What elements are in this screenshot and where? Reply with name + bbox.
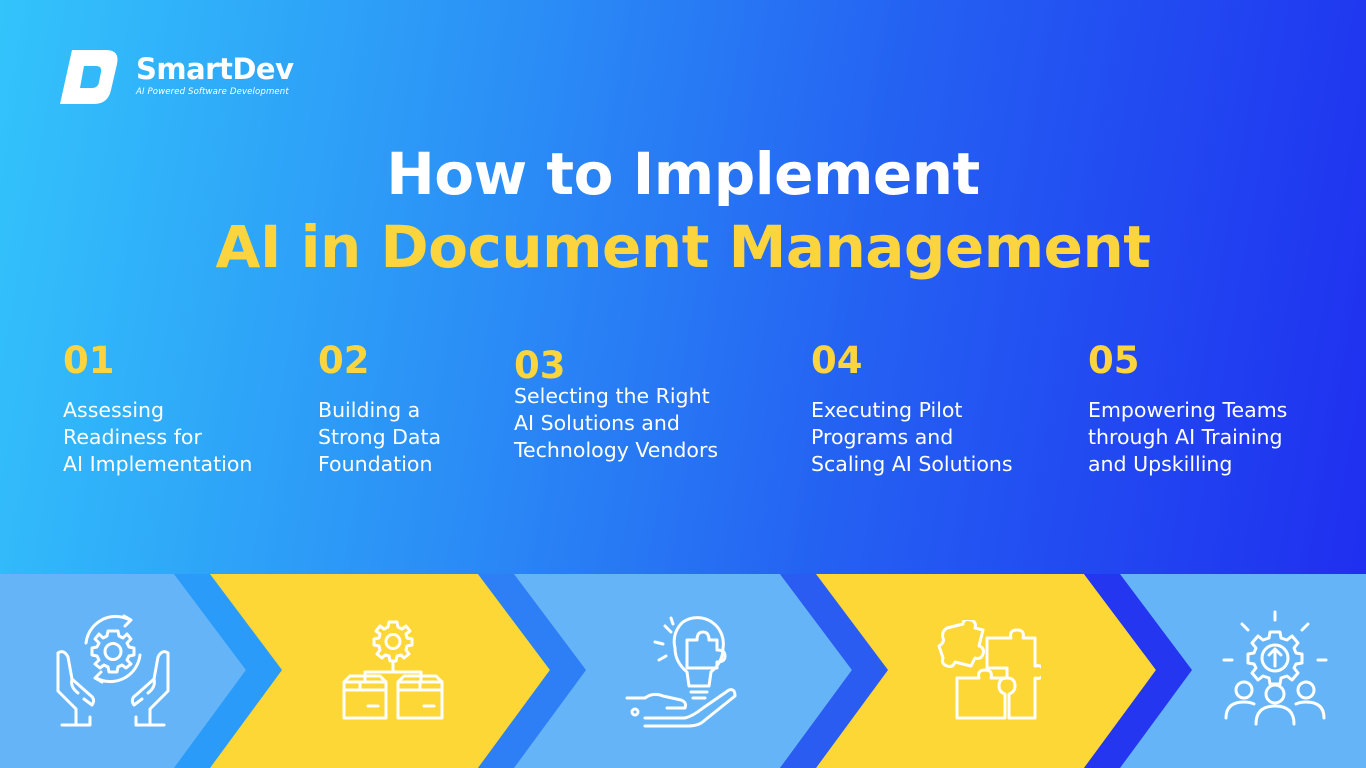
step-4-number: 04	[811, 339, 863, 382]
step-2: 02 Building a Strong Data Foundation	[318, 339, 441, 478]
chevron-gap-3	[780, 574, 888, 768]
team-gear-growth-icon	[1222, 610, 1328, 726]
chevron-segment-3	[514, 574, 852, 768]
step-3-number: 03	[514, 344, 566, 387]
brand-name: SmartDev	[136, 52, 294, 86]
lightbulb-puzzle-hand-icon	[625, 616, 737, 728]
process-chevron-band	[0, 574, 1366, 768]
smartdev-logo-mark-icon	[60, 50, 118, 104]
chevron-gap-4	[1084, 574, 1192, 768]
step-2-label-line: Strong Data	[318, 425, 442, 449]
step-3: 03 Selecting the Right AI Solutions and …	[514, 344, 718, 464]
step-4-label-line: Executing Pilot	[811, 398, 963, 422]
step-5: 05 Empowering Teams through AI Training …	[1088, 339, 1287, 478]
step-1-label: Assessing Readiness for AI Implementatio…	[63, 397, 252, 478]
step-3-label-line: Selecting the Right	[514, 384, 710, 408]
step-1: 01 Assessing Readiness for AI Implementa…	[63, 339, 252, 478]
step-4-label-line: Programs and	[811, 425, 954, 449]
step-5-label-line: Empowering Teams	[1088, 398, 1288, 422]
step-5-number: 05	[1088, 339, 1140, 382]
headline-line-2: AI in Document Management	[215, 213, 1151, 281]
puzzle-pieces-icon	[937, 620, 1041, 720]
step-4: 04 Executing Pilot Programs and Scaling …	[811, 339, 1013, 478]
step-5-label-line: and Upskilling	[1088, 452, 1233, 476]
step-3-label: Selecting the Right AI Solutions and Tec…	[514, 383, 718, 464]
step-1-number: 01	[63, 339, 115, 382]
smartdev-logo: SmartDev AI Powered Software Development	[58, 50, 294, 104]
step-2-label: Building a Strong Data Foundation	[318, 397, 441, 478]
gear-folders-icon	[342, 620, 444, 720]
step-1-label-line: Assessing	[63, 398, 165, 422]
step-4-label-line: Scaling AI Solutions	[811, 452, 1013, 476]
step-2-label-line: Foundation	[318, 452, 433, 476]
step-1-label-line: AI Implementation	[63, 452, 253, 476]
step-1-label-line: Readiness for	[63, 425, 202, 449]
step-3-label-line: AI Solutions and	[514, 411, 680, 435]
step-2-number: 02	[318, 339, 370, 382]
brand-tagline: AI Powered Software Development	[136, 87, 289, 97]
step-5-label: Empowering Teams through AI Training and…	[1088, 397, 1287, 478]
step-4-label: Executing Pilot Programs and Scaling AI …	[811, 397, 1013, 478]
headline-line-1: How to Implement	[386, 140, 980, 208]
chevron-gap-2	[478, 574, 586, 768]
chevron-segment-1	[0, 574, 246, 768]
step-5-label-line: through AI Training	[1088, 425, 1283, 449]
hands-gear-icon	[56, 614, 170, 727]
step-2-label-line: Building a	[318, 398, 421, 422]
step-3-label-line: Technology Vendors	[514, 438, 719, 462]
chevron-segment-5	[1120, 574, 1366, 768]
chevron-gap-1	[174, 574, 282, 768]
